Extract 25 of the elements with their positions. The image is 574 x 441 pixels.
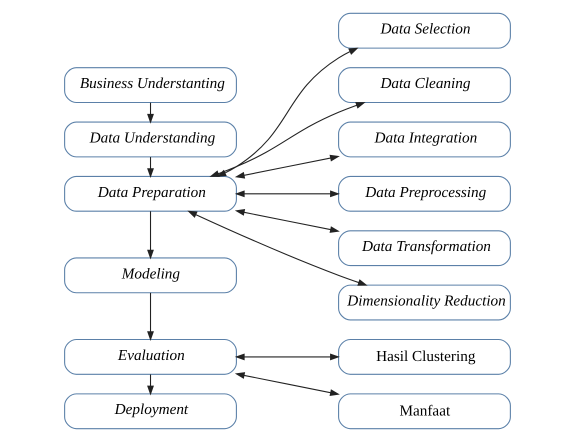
arrow — [146, 210, 154, 259]
arrow — [146, 102, 154, 124]
arrow — [234, 352, 340, 360]
arrow — [234, 190, 340, 197]
node-box: Data Preprocessing — [338, 175, 510, 212]
arrow — [146, 156, 154, 178]
node-box: Evaluation — [64, 338, 236, 374]
node-box: Hasil Clustering — [338, 338, 510, 374]
node-box: Data Preparation — [64, 175, 236, 212]
node-box: Data Cleaning — [338, 66, 510, 103]
node-box: Data Selection — [338, 12, 510, 48]
node-box: Manfaat — [338, 392, 510, 429]
node-box: Data Understanding — [64, 121, 236, 157]
arrow — [146, 374, 154, 395]
node-box: Business Understanting — [64, 66, 236, 103]
node-box: Dimensionality Reduction — [338, 284, 510, 320]
arrow — [234, 372, 340, 396]
arrow — [146, 292, 154, 341]
arrow — [234, 208, 340, 232]
node-box: Modeling — [64, 256, 236, 293]
arrow — [186, 210, 368, 286]
arrow — [234, 154, 340, 178]
node-box: Data Integration — [338, 121, 510, 157]
node-box: Deployment — [64, 392, 236, 429]
node-box: Data Transformation — [338, 230, 510, 266]
